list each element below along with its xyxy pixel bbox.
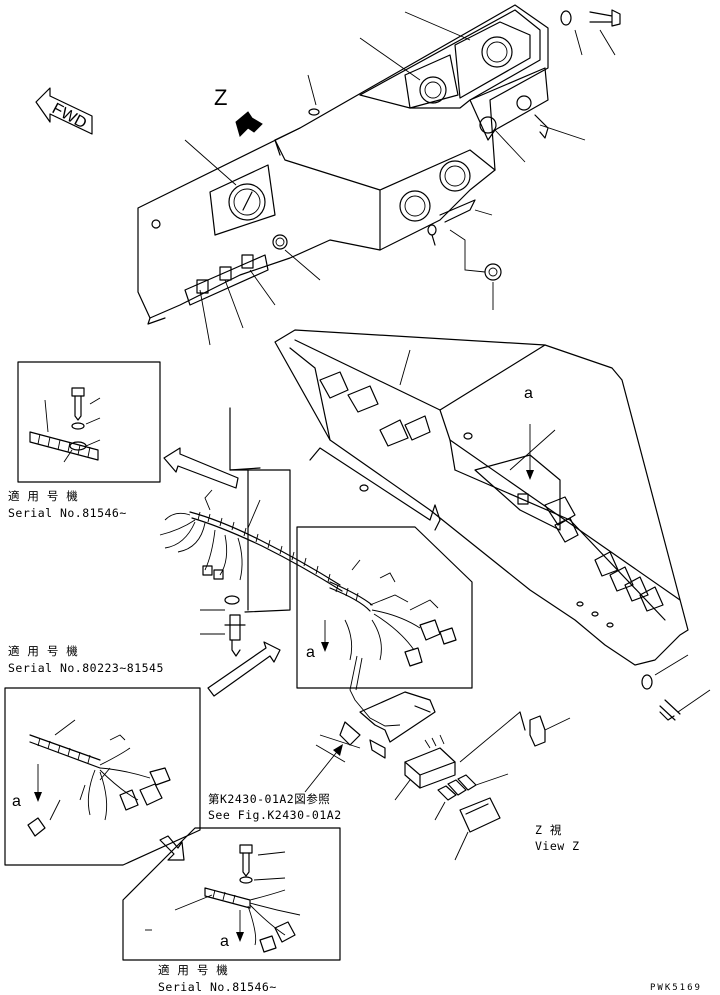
serial-note-3-jp: 適 用 号 機 <box>158 963 228 977</box>
serial-note-2-jp: 適 用 号 機 <box>8 644 78 658</box>
view-z-arrow: Z <box>214 85 263 137</box>
serial-note-3: Serial No.81546~ <box>158 980 277 994</box>
panel-cover: a <box>274 329 711 721</box>
detail-box-3: a 適 用 号 機 Serial No.81546~ <box>122 827 341 994</box>
detail-box-2: 適 用 号 機 Serial No.80223~81545 a <box>4 641 281 866</box>
main-harness <box>159 407 343 657</box>
detail-box-main: a <box>296 526 473 727</box>
label-a-left: a <box>306 644 315 661</box>
ref-figure-en: See Fig.K2430-01A2 <box>208 808 342 822</box>
dashboard-assembly <box>137 4 621 346</box>
detail-box-1: 適 用 号 機 Serial No.81546~ <box>8 361 239 520</box>
view-z-jp: Z 視 <box>535 823 562 837</box>
ref-figure-jp: 第K2430-01A2図参照 <box>208 792 330 806</box>
serial-note-1-jp: 適 用 号 機 <box>8 489 78 503</box>
label-a-bottom: a <box>220 933 229 950</box>
bracket-ref: 第K2430-01A2図参照 See Fig.K2430-01A2 <box>208 691 436 822</box>
relay-parts: Z 視 View Z <box>394 711 580 861</box>
label-a-lower: a <box>12 793 21 810</box>
drawing-code: PWK5169 <box>650 983 702 993</box>
view-z-en: View Z <box>535 839 580 853</box>
serial-note-1: Serial No.81546~ <box>8 506 127 520</box>
view-letter-z: Z <box>214 85 227 110</box>
serial-note-2: Serial No.80223~81545 <box>8 661 164 675</box>
fwd-arrow: FWD <box>35 87 93 135</box>
label-a-main: a <box>524 385 533 402</box>
